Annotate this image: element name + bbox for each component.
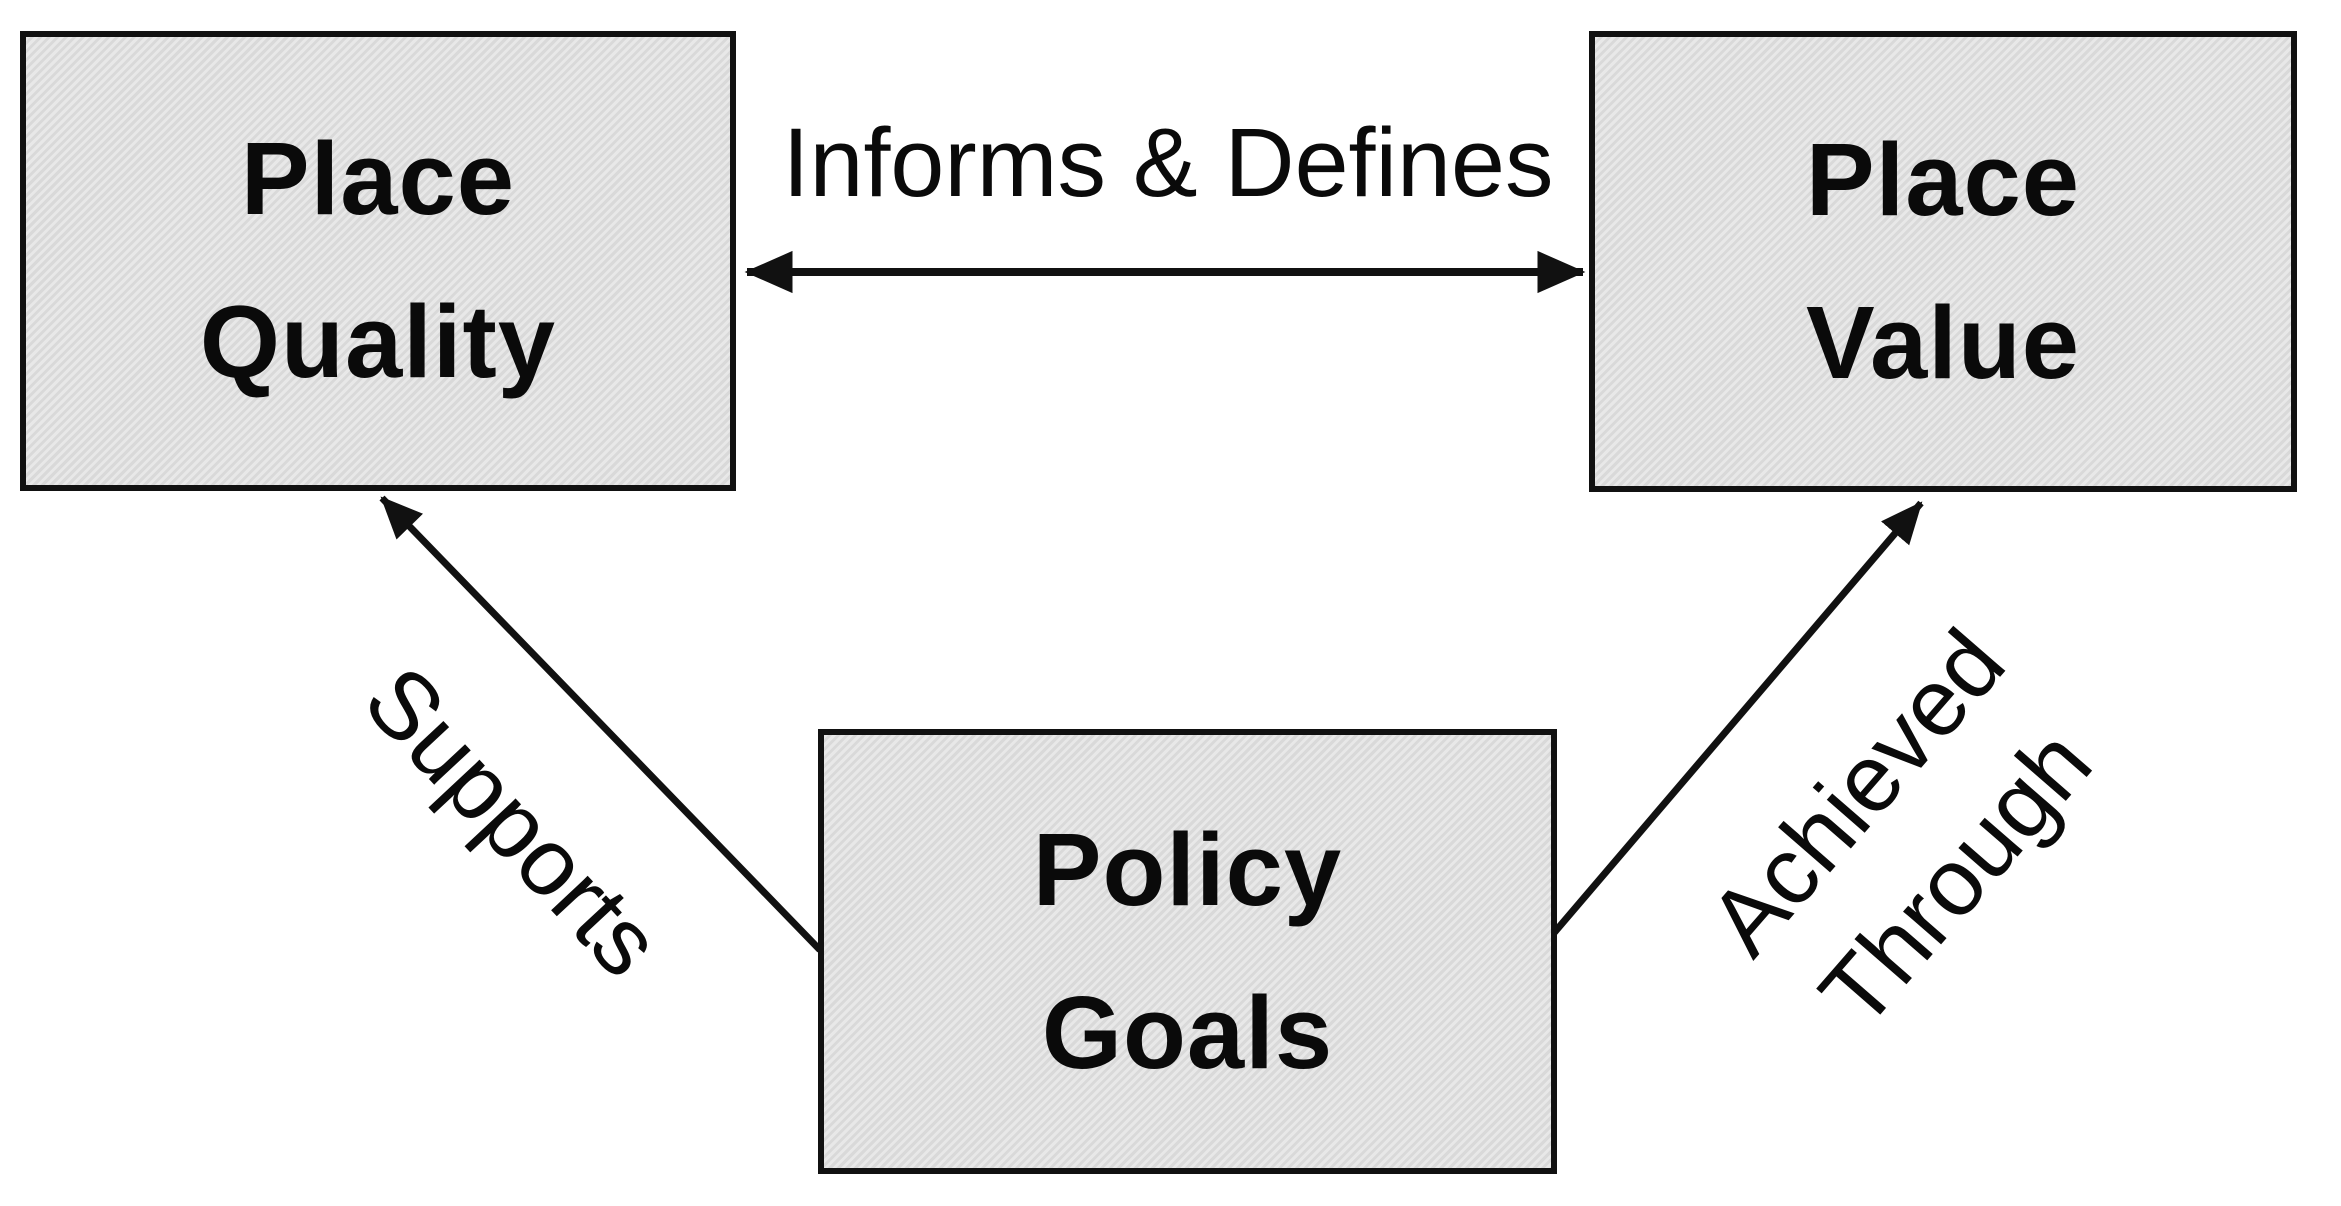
node-label-line: Goals	[1041, 974, 1334, 1090]
arrow-supports	[379, 495, 823, 953]
node-label-line: Place	[240, 121, 516, 237]
node-label-line: Value	[1805, 284, 2081, 400]
node-label-line: Place	[1805, 121, 2081, 237]
node-policy-goals: Policy Goals	[818, 729, 1557, 1174]
edge-label-informs-defines: Informs & Defines	[782, 108, 1554, 217]
node-place-quality: Place Quality	[20, 31, 736, 491]
node-place-value: Place Value	[1589, 31, 2297, 492]
arrow-achieved-through	[1533, 500, 1924, 957]
node-label-line: Quality	[199, 284, 557, 399]
node-label-line: Policy	[1032, 811, 1343, 927]
